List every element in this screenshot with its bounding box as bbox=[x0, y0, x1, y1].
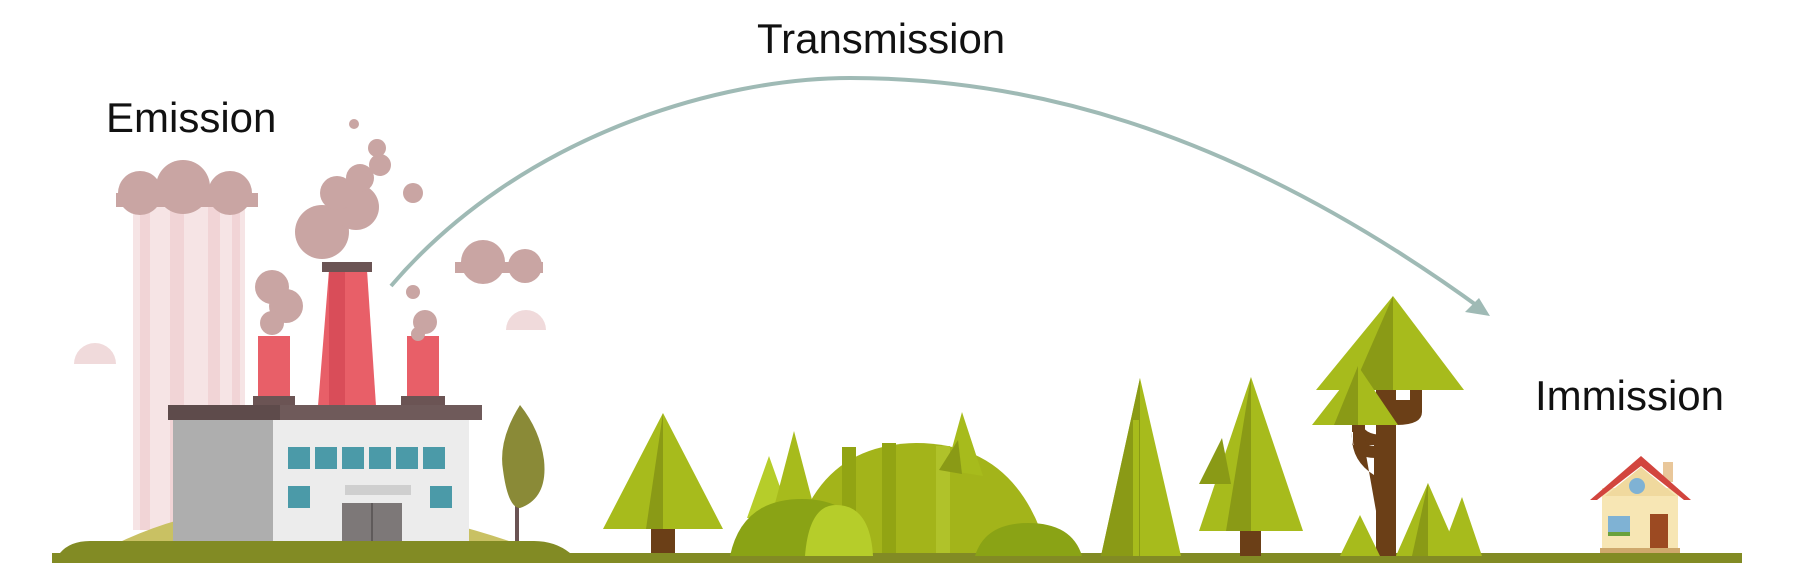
bush-cluster bbox=[730, 412, 1082, 556]
ground bbox=[52, 541, 1742, 563]
small-cloud-right bbox=[506, 310, 546, 330]
factory bbox=[168, 262, 482, 550]
tall-pine-tree bbox=[1101, 378, 1181, 556]
house bbox=[1590, 456, 1691, 553]
transmission-arrow bbox=[389, 75, 1490, 316]
small-pine-trees bbox=[1340, 483, 1482, 556]
chimney-smoke bbox=[255, 119, 437, 341]
emission-label: Emission bbox=[106, 94, 277, 141]
immission-label: Immission bbox=[1535, 372, 1725, 419]
cloud-left bbox=[116, 160, 258, 215]
transmission-label: Transmission bbox=[757, 15, 1006, 62]
pine-tree bbox=[603, 413, 723, 553]
cloud-right bbox=[455, 240, 543, 284]
forked-tree bbox=[1312, 296, 1464, 556]
tree-olive bbox=[502, 405, 545, 550]
medium-pine-tree bbox=[1199, 377, 1303, 556]
small-cloud-left bbox=[74, 343, 116, 364]
